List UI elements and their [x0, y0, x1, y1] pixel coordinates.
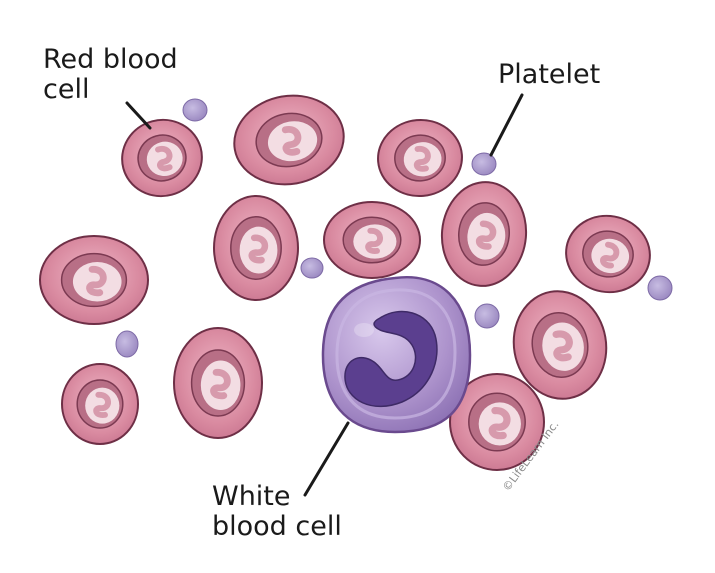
platelet — [115, 330, 139, 358]
red-blood-cell-label-line2: cell — [43, 74, 89, 105]
red-blood-cell — [233, 94, 345, 186]
red-blood-cell — [565, 214, 651, 294]
white-blood-cell-label-line2: blood cell — [212, 511, 342, 542]
red-blood-cells — [39, 94, 651, 471]
red-blood-cell — [173, 327, 263, 439]
red-blood-cell — [121, 118, 203, 198]
red-blood-cell — [377, 118, 463, 198]
red-blood-cell-label-line1: Red blood — [43, 44, 178, 75]
red-blood-cell — [512, 290, 608, 400]
white-blood-cell-pointer — [303, 421, 350, 497]
red-blood-cell — [323, 201, 421, 279]
white-blood-cell — [321, 275, 472, 434]
platelet-pointer — [489, 93, 524, 157]
red-blood-cell — [449, 373, 545, 471]
platelet — [474, 303, 500, 329]
platelet — [300, 257, 324, 279]
red-blood-cell — [440, 181, 528, 287]
platelet — [182, 98, 208, 122]
platelet — [647, 275, 673, 301]
white-blood-cell-nucleus — [344, 310, 438, 408]
red-blood-cell — [39, 235, 149, 325]
red-blood-cell — [61, 363, 139, 445]
platelet — [471, 152, 497, 176]
platelet-label: Platelet — [498, 59, 600, 90]
red-blood-cell — [213, 195, 299, 301]
white-blood-cell-label-line1: White — [212, 481, 291, 512]
red-blood-cell-pointer — [125, 101, 152, 130]
platelets — [115, 98, 673, 358]
